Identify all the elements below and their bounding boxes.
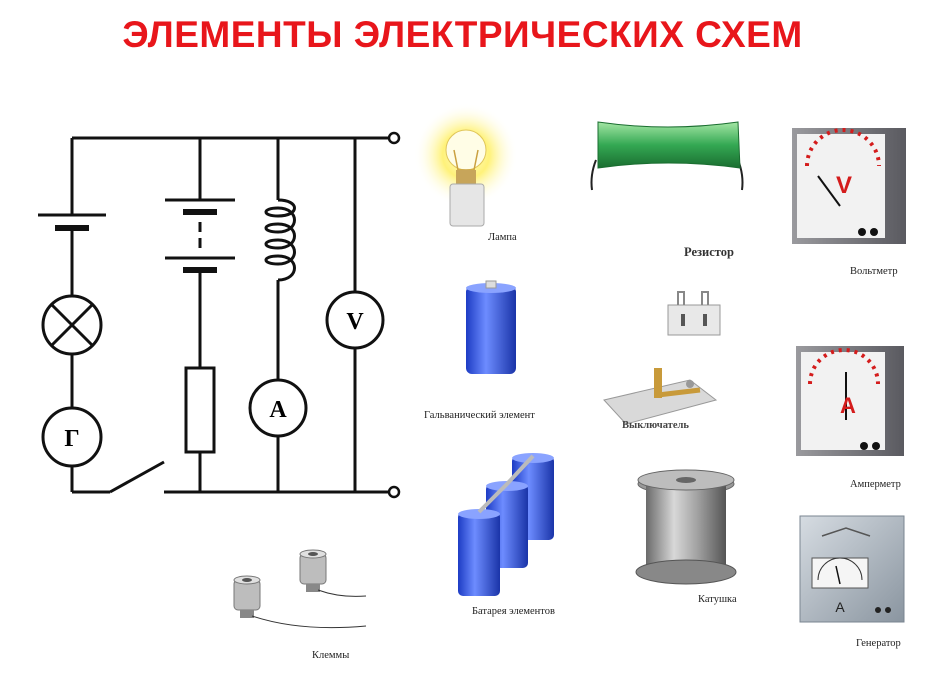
- resistor-picture: [590, 121, 744, 191]
- voltmeter-symbol: [325, 290, 385, 350]
- coil-symbol: [264, 198, 296, 282]
- switch-base-picture: [667, 291, 721, 336]
- coil-picture: [635, 469, 737, 585]
- voltmeter-picture-letter: V: [836, 172, 852, 199]
- generator-caption: Генератор: [856, 638, 901, 649]
- resistor-symbol: [184, 366, 216, 454]
- voltmeter-letter: V: [346, 309, 364, 335]
- terminal-top: [387, 131, 401, 145]
- cell-symbol: [38, 213, 106, 231]
- terminals-caption: Клеммы: [312, 650, 350, 661]
- galvanic-cell-caption: Гальванический элемент: [424, 410, 535, 421]
- generator-picture: [799, 515, 905, 623]
- ammeter-symbol: [248, 378, 308, 438]
- switch-caption: Выключатель: [622, 420, 689, 431]
- battery-picture: [458, 453, 554, 596]
- voltmeter-caption: Вольтметр: [850, 266, 898, 277]
- switch-symbol: [109, 460, 165, 494]
- ammeter-picture-letter: A: [840, 393, 856, 418]
- coil-caption: Катушка: [698, 594, 737, 605]
- terminals-picture: [233, 549, 367, 629]
- battery-caption: Батарея элементов: [472, 606, 555, 617]
- resistor-caption: Резистор: [684, 245, 734, 259]
- generator-picture-letter: A: [835, 599, 845, 615]
- lamp-caption: Лампа: [488, 232, 517, 243]
- generator-letter: Г: [64, 426, 79, 452]
- switch-picture: [603, 368, 718, 425]
- lamp-symbol: [41, 294, 103, 356]
- ammeter-caption: Амперметр: [850, 479, 901, 490]
- galvanic-cell-picture: [466, 280, 516, 374]
- lamp-picture: [414, 103, 518, 227]
- terminal-bottom: [387, 485, 401, 499]
- ammeter-letter: A: [269, 397, 287, 423]
- page-title: ЭЛЕМЕНТЫ ЭЛЕКТРИЧЕСКИХ СХЕМ: [122, 14, 803, 55]
- generator-symbol: [41, 406, 103, 468]
- battery-symbol: [165, 198, 235, 273]
- ammeter-picture: [796, 346, 904, 456]
- voltmeter-picture: [792, 128, 906, 244]
